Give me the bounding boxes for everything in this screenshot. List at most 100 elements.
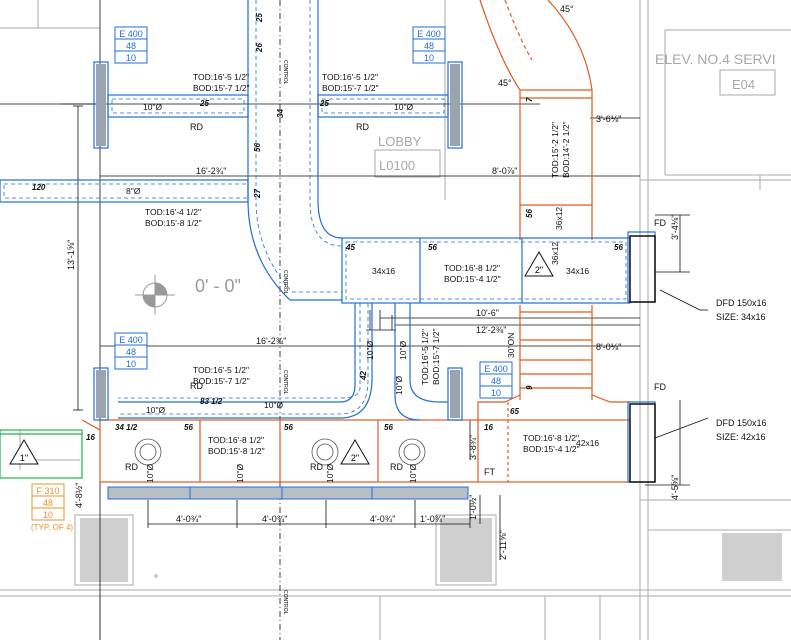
- tag-e400-3: E 400 48 10: [114, 332, 148, 370]
- triangle-2-label: 2": [351, 453, 359, 463]
- size-d30: 30"ON: [506, 333, 516, 358]
- column-2: [440, 518, 492, 582]
- ft-label: FT: [484, 467, 495, 477]
- dim-16: 3'-4⅛": [670, 215, 680, 240]
- tag-e400-1-l2: 48: [126, 41, 136, 51]
- size-d10v1: 10"Ø: [365, 341, 375, 360]
- elev-c-tod: TOD:16'-4 1/2": [145, 207, 201, 217]
- dim-12: 1'-0¾": [420, 514, 445, 524]
- elev-b-bod: BOD:15'-7 1/2": [322, 83, 379, 93]
- triangle-1: 2": [524, 251, 554, 277]
- num-4: 56: [253, 143, 262, 152]
- tag-e400-2-l2: 48: [424, 41, 434, 51]
- num-19: 16: [86, 433, 95, 442]
- size-36x12-b: 36x12: [550, 242, 560, 265]
- size-34x16-a: 34x16: [372, 266, 395, 276]
- dim-13: 1'-0½": [468, 495, 478, 520]
- tag-f310-l2: 48: [43, 498, 53, 508]
- dim-18: 4'-8½": [74, 483, 84, 508]
- num-5: 27: [253, 189, 262, 199]
- lobby-number: L0100: [379, 158, 415, 173]
- tag-e400-4-l3: 10: [491, 388, 501, 398]
- column-3: [722, 533, 782, 581]
- dim-10: 4'-0¾": [262, 514, 287, 524]
- size-d10d: 10"Ø: [264, 400, 283, 410]
- grilles: [134, 438, 426, 466]
- num-20: 9: [525, 385, 534, 390]
- size-d10v3: 10"Ø: [394, 376, 404, 395]
- control-label-3: CONTROL: [282, 370, 288, 395]
- tag-e400-1-code: E 400: [119, 29, 143, 39]
- size-d10c: 10"Ø: [146, 405, 165, 415]
- elev-e-tod: TOD:15'-2 1/2": [550, 122, 560, 178]
- elev-i-bod: BOD:15'-4 1/2": [523, 444, 580, 454]
- dim-1: 16'-2¾": [196, 166, 226, 176]
- triangle-3-label: 1": [20, 453, 28, 463]
- dim-15: 4'-5⅝": [670, 475, 680, 500]
- lobby-name: LOBBY: [378, 134, 422, 149]
- rd-5: RD: [310, 462, 323, 472]
- elev-e-bod: BOD:14'-2 1/2": [561, 121, 571, 178]
- rd-2: RD: [356, 122, 369, 132]
- dfd-2-size: DFD 150x16: [716, 418, 767, 428]
- elev-f-bod: BOD:15'-7 1/2": [193, 376, 250, 386]
- size-d8: 8"Ø: [126, 186, 141, 196]
- elev-a-bod: BOD:15'-7 1/2": [193, 83, 250, 93]
- triangle-1-label: 2": [535, 265, 543, 275]
- tag-e400-2: E 400 48 10: [412, 26, 446, 64]
- dim-4: 13'-1⅝": [66, 240, 76, 270]
- dim-11: 4'-0¾": [370, 514, 395, 524]
- dim-17: 3'-8¾": [468, 435, 478, 460]
- dim-3: 3'-6⅛": [596, 114, 621, 124]
- elev-h-bod: BOD:15'-7 1/2": [431, 328, 441, 385]
- triangle-2: 2": [340, 439, 370, 465]
- num-6: 45: [345, 243, 355, 252]
- size-34x16-b: 34x16: [566, 266, 589, 276]
- tag-e400-1-l3: 10: [126, 53, 136, 63]
- tag-f310-l3: 10: [43, 510, 53, 520]
- fire-damper-1: [629, 235, 656, 303]
- size-d10b: 10"Ø: [394, 102, 413, 112]
- linear-diffusers: [96, 64, 469, 500]
- tag-e400-4: E 400 48 10: [479, 361, 513, 399]
- num-16: 56: [284, 423, 293, 432]
- elev-g-tod: TOD:16'-8 1/2": [208, 435, 264, 445]
- dim-9: 4'-0¾": [176, 514, 201, 524]
- elev-h-tod: TOD:16'-5 1/2": [420, 329, 430, 385]
- rd-1: RD: [190, 122, 203, 132]
- dimension-lines: [0, 0, 709, 640]
- elev-g-bod: BOD:15'-8 1/2": [208, 446, 265, 456]
- angle-2: 45°: [498, 78, 512, 88]
- tag-f310: F 310 48 10 (TYP. OF 4): [31, 483, 73, 532]
- num-8: 56: [614, 243, 623, 252]
- reference-duct: [0, 429, 83, 479]
- num-15: 56: [184, 423, 193, 432]
- size-d10f: 10"Ø: [235, 464, 245, 483]
- size-d10v2: 10"Ø: [398, 341, 408, 360]
- fd-2: FD: [654, 382, 666, 392]
- size-d10g: 10"Ø: [325, 464, 335, 483]
- num-1: 25: [255, 13, 264, 23]
- triangle-3: 1": [9, 439, 39, 465]
- elev-i-tod: TOD:16'-8 1/2": [523, 433, 579, 443]
- datum-marker: [135, 275, 175, 315]
- dim-7: 16'-2¾": [256, 336, 286, 346]
- num-2: 26: [255, 43, 264, 53]
- control-label-4: CONTROL: [282, 590, 288, 615]
- num-10: 25: [319, 99, 329, 108]
- tag-e400-1: E 400 48 10: [114, 26, 148, 64]
- num-23: 16: [484, 423, 493, 432]
- num-18: 65: [510, 407, 519, 416]
- control-label-2: CONTROL: [282, 270, 288, 295]
- dim-6: 12'-2⅜": [476, 325, 506, 335]
- num-7: 56: [428, 243, 437, 252]
- num-9: 25: [199, 99, 209, 108]
- size-d10e: 10"Ø: [145, 464, 155, 483]
- fire-damper-2: [629, 403, 656, 483]
- size-d10a: 10"Ø: [143, 102, 162, 112]
- num-12: 42: [359, 371, 368, 381]
- elev-d-bod: BOD:15'-4 1/2": [444, 274, 501, 284]
- num-3: 34: [276, 109, 285, 118]
